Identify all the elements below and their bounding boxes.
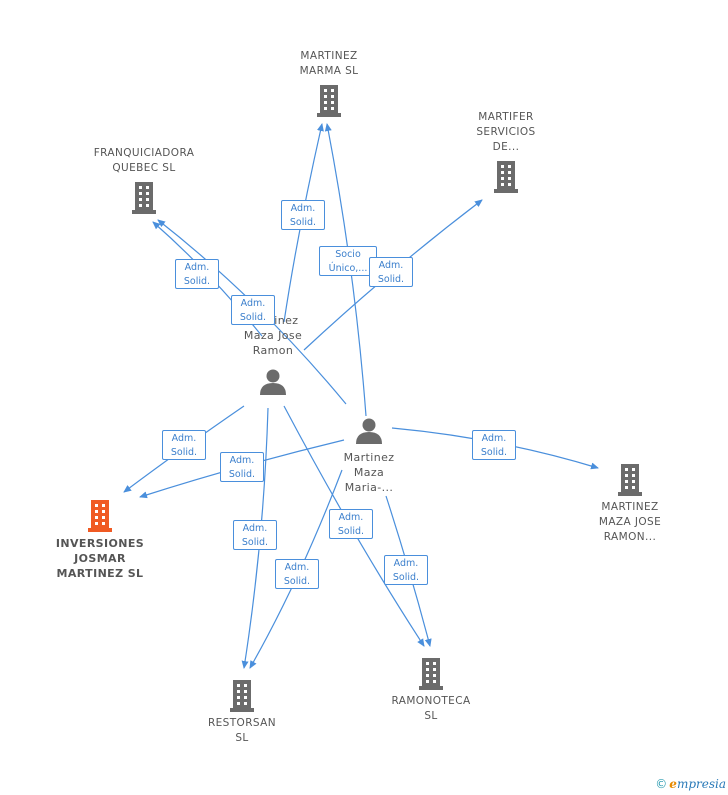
building-icon [419,658,443,690]
relation-tag[interactable]: Adm.Solid. [175,259,219,289]
brand-initial: e [669,777,677,791]
person-icon [260,369,286,395]
building-icon [88,500,112,532]
empresia-credit[interactable]: ©empresia [655,777,726,791]
relation-tag[interactable]: Adm.Solid. [275,559,319,589]
brand-name: mpresia [676,777,726,791]
relation-tag[interactable]: Adm.Solid. [231,295,275,325]
relation-tag[interactable]: Adm.Solid. [233,520,277,550]
building-icon [230,680,254,712]
relation-tag[interactable]: Adm.Solid. [369,257,413,287]
building-icon [132,182,156,214]
building-icon [317,85,341,117]
person-icon [356,418,382,444]
relation-tag[interactable]: Adm.Solid. [162,430,206,460]
building-icon [618,464,642,496]
building-icon [494,161,518,193]
relation-tag[interactable]: Adm.Solid. [472,430,516,460]
relation-tag[interactable]: Adm.Solid. [329,509,373,539]
relation-tag[interactable]: Adm.Solid. [220,452,264,482]
relation-tag[interactable]: Adm.Solid. [281,200,325,230]
relation-tag[interactable]: Adm.Solid. [384,555,428,585]
copyright-icon: © [655,777,668,791]
